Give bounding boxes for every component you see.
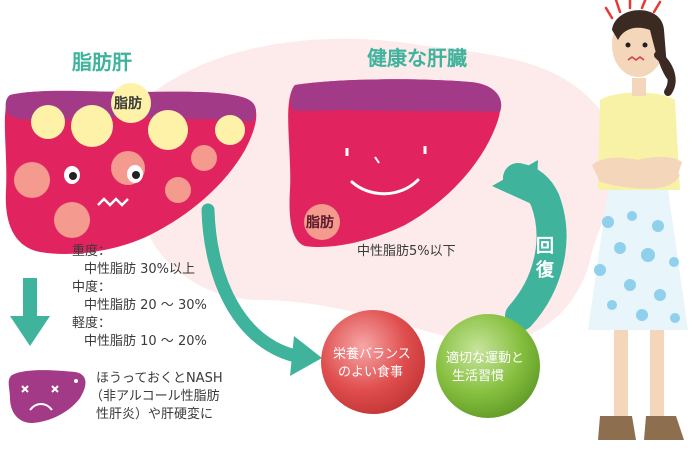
healthy-liver-fat-tag: 脂肪 [306, 215, 334, 231]
damaged-liver [8, 370, 86, 423]
fatty-liver-fat-tag: 脂肪 [114, 96, 142, 112]
recovery-label-1: 回 [536, 236, 554, 257]
warning-line-3: 性肝炎）や肝硬変に [96, 407, 214, 422]
healthy-liver-title: 健康な肝臓 [367, 46, 467, 70]
sick-face [64, 165, 143, 207]
severity-moderate-label: 中度： [72, 280, 112, 295]
healthy-liver-caption: 中性脂肪5%以下 [357, 244, 456, 259]
severity-mild-value: 中性脂肪 10 ～ 20% [84, 334, 207, 349]
severity-moderate-value: 中性脂肪 20 ～ 30% [84, 298, 207, 313]
worsening-arrow [10, 278, 50, 346]
recovery-arrow [492, 160, 567, 331]
healthy-liver [288, 79, 502, 248]
exercise-bubble-line-1: 適切な運動と [446, 351, 525, 366]
treatment-arrow [201, 203, 322, 376]
fat-deposits [14, 105, 245, 238]
diet-bubble [321, 310, 425, 414]
diet-bubble-line-2: のよい食事 [338, 365, 404, 380]
severity-severe-label: 重度： [72, 244, 112, 259]
fat-tag-circle [111, 83, 151, 123]
woman-illustration [588, 0, 688, 440]
fatty-liver [4, 83, 257, 255]
diet-bubble-line-1: 栄養バランス [333, 347, 411, 362]
severity-severe-value: 中性脂肪 30%以上 [84, 262, 196, 277]
recovery-label-2: 復 [536, 260, 554, 281]
severity-mild-label: 軽度： [72, 316, 112, 331]
warning-line-2: （非アルコール性脂肪 [90, 389, 220, 404]
happy-face [345, 146, 427, 196]
fatty-liver-title: 脂肪肝 [72, 50, 132, 74]
exercise-bubble-line-2: 生活習慣 [452, 369, 505, 384]
warning-line-1: ほうっておくとNASH [96, 371, 223, 386]
exercise-bubble [436, 314, 540, 418]
